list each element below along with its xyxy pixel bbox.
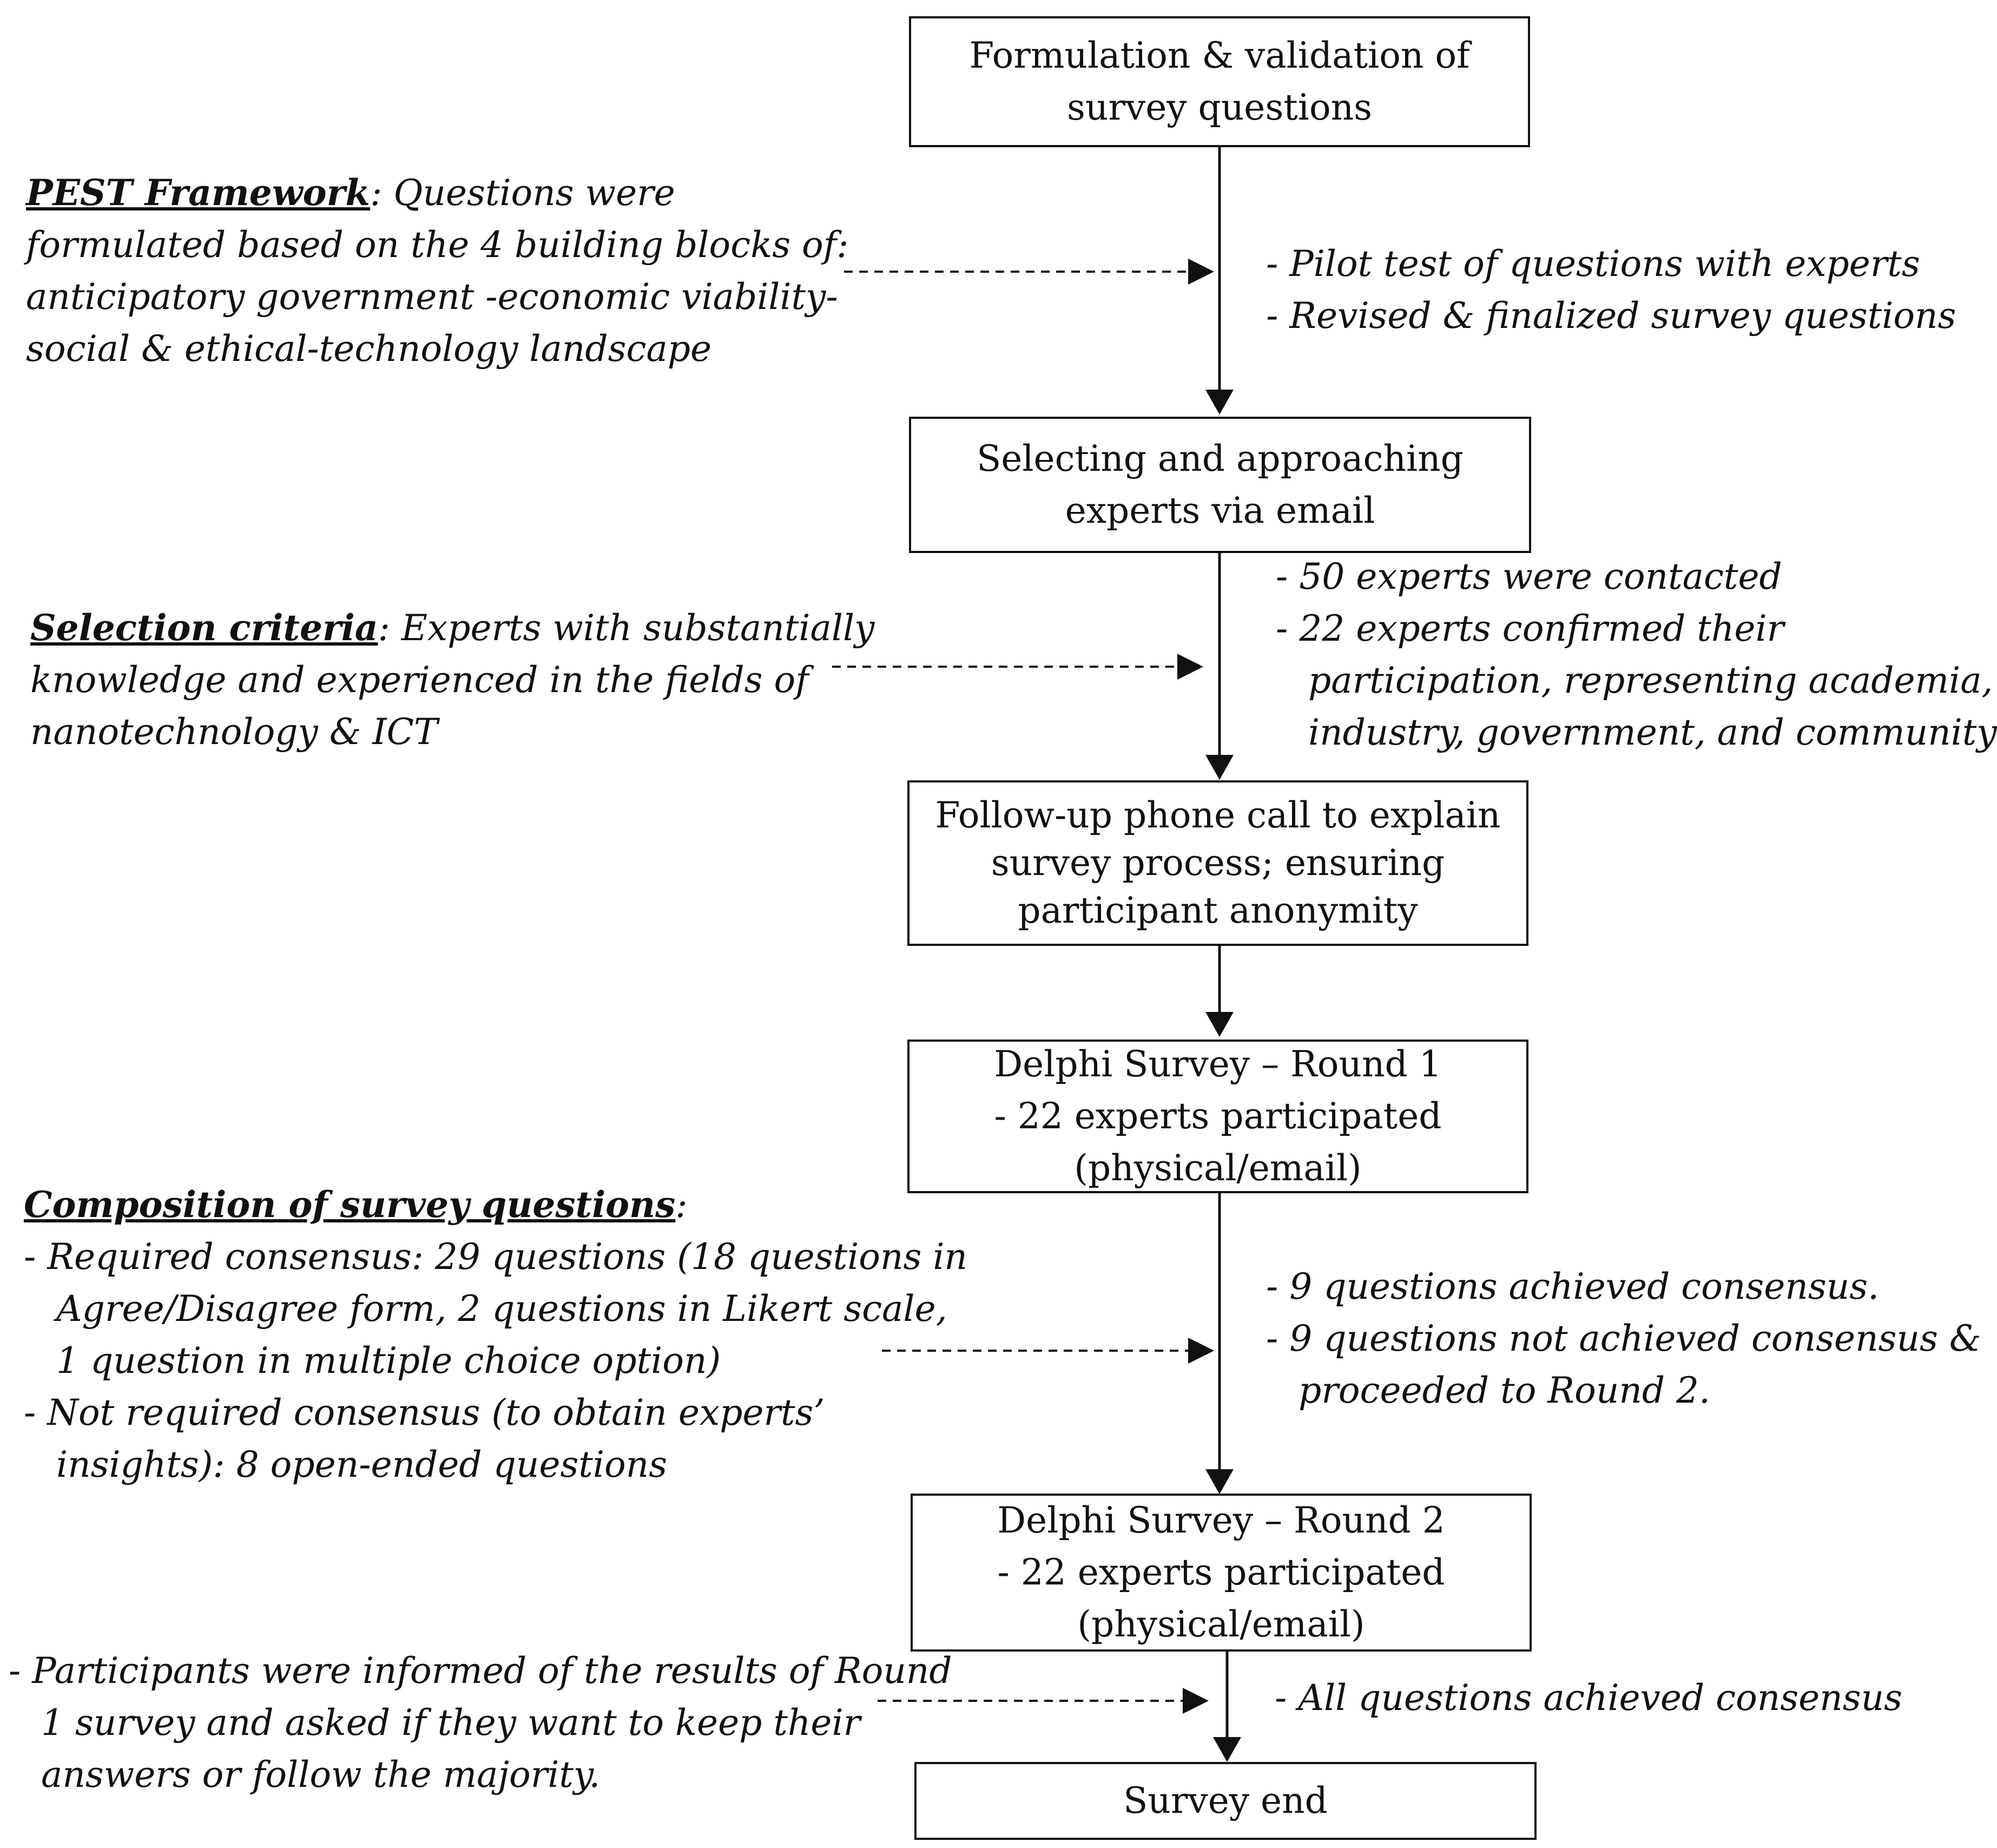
arrowhead-b2 — [1205, 390, 1234, 415]
composition-line: Agree/Disagree form, 2 questions in Like… — [56, 1288, 947, 1330]
pest-line: formulated based on the 4 building block… — [26, 224, 849, 266]
selection-line: nanotechnology & ICT — [30, 711, 438, 753]
experts-contacted-note: - 50 experts were contacted - 22 experts… — [1276, 551, 1997, 759]
step-followup-line: survey process; ensuring — [991, 842, 1445, 884]
step-round2-box: Delphi Survey – Round 2 - 22 experts par… — [911, 1494, 1532, 1652]
step-selecting-box: Selecting and approaching experts via em… — [909, 417, 1531, 553]
step-selecting-line: Selecting and approaching — [977, 438, 1464, 479]
composition-line: - Not required consensus (to obtain expe… — [24, 1392, 825, 1433]
participants-informed-note: - Participants were informed of the resu… — [9, 1645, 952, 1801]
arrowhead-b3 — [1205, 755, 1234, 780]
pest-line: social & ethical-technology landscape — [26, 328, 712, 370]
consensus1-line: proceeded to Round 2. — [1299, 1370, 1711, 1411]
round2-consensus-note: - All questions achieved consensus — [1275, 1672, 1902, 1724]
selection-heading: Selection criteria — [30, 607, 378, 649]
flow-connectors — [832, 147, 1241, 1762]
dashed-arrowhead-selection — [1177, 654, 1203, 680]
consensus2-line: - All questions achieved consensus — [1275, 1677, 1902, 1719]
step-survey-end-box: Survey end — [914, 1762, 1537, 1840]
step-followup-line: participant anonymity — [1018, 890, 1418, 931]
consensus1-line: - 9 questions achieved consensus. — [1266, 1266, 1880, 1307]
pilot-line: - Revised & finalized survey questions — [1266, 295, 1956, 337]
pilot-test-note: - Pilot test of questions with experts -… — [1266, 238, 1956, 342]
composition-note: Composition of survey questions: - Requi… — [24, 1179, 967, 1491]
arrowhead-b4 — [1205, 1012, 1234, 1037]
step-round1-line: - 22 experts participated — [994, 1095, 1442, 1137]
step-followup-line: Follow-up phone call to explain — [935, 794, 1501, 836]
step-followup-box: Follow-up phone call to explain survey p… — [907, 780, 1528, 946]
arrowhead-b6 — [1213, 1737, 1241, 1762]
step-round2-line: Delphi Survey – Round 2 — [997, 1500, 1445, 1541]
step-round2-line: - 22 experts participated — [997, 1551, 1445, 1593]
composition-colon: : — [675, 1184, 688, 1226]
composition-line: - Required consensus: 29 questions (18 q… — [24, 1236, 967, 1278]
dashed-arrowhead-composition — [1188, 1338, 1214, 1364]
step-round1-box: Delphi Survey – Round 1 - 22 experts par… — [907, 1040, 1528, 1193]
informed-line: - Participants were informed of the resu… — [9, 1650, 952, 1692]
composition-heading: Composition of survey questions — [24, 1183, 676, 1226]
round1-consensus-note: - 9 questions achieved consensus. - 9 qu… — [1266, 1261, 1981, 1417]
contacted-line: industry, government, and community — [1308, 712, 1997, 753]
dashed-arrowhead-pest — [1188, 259, 1214, 285]
selection-line: knowledge and experienced in the fields … — [30, 659, 809, 701]
step-formulation-line: Formulation & validation of — [969, 35, 1470, 76]
composition-line: 1 question in multiple choice option) — [56, 1340, 721, 1382]
step-formulation-line: survey questions — [1067, 87, 1372, 128]
selection-criteria-note: Selection criteria: Experts with substan… — [30, 602, 874, 758]
pest-line: : Questions were — [370, 172, 675, 214]
step-survey-end-line: Survey end — [1123, 1780, 1328, 1821]
informed-line: 1 survey and asked if they want to keep … — [41, 1702, 861, 1744]
contacted-line: participation, representing academia, — [1308, 660, 1993, 701]
step-round1-line: (physical/email) — [1074, 1147, 1362, 1189]
contacted-line: - 22 experts confirmed their — [1276, 608, 1784, 649]
dashed-arrowhead-informed — [1183, 1688, 1209, 1714]
step-round1-line: Delphi Survey – Round 1 — [994, 1043, 1442, 1085]
pilot-line: - Pilot test of questions with experts — [1266, 243, 1920, 285]
consensus1-line: - 9 questions not achieved consensus & — [1266, 1318, 1981, 1359]
pest-framework-note: PEST Framework: Questions were formulate… — [26, 167, 848, 375]
pest-line: anticipatory government -economic viabil… — [26, 276, 838, 318]
step-round2-line: (physical/email) — [1077, 1603, 1365, 1645]
composition-line: insights): 8 open-ended questions — [56, 1444, 668, 1485]
selection-line: : Experts with substantially — [378, 607, 875, 649]
informed-line: answers or follow the majority. — [41, 1754, 601, 1796]
pest-heading: PEST Framework — [26, 172, 371, 214]
contacted-line: - 50 experts were contacted — [1276, 556, 1782, 597]
arrowhead-b5 — [1205, 1469, 1234, 1494]
step-formulation-box: Formulation & validation of survey quest… — [909, 16, 1530, 147]
step-selecting-line: experts via email — [1065, 490, 1375, 531]
